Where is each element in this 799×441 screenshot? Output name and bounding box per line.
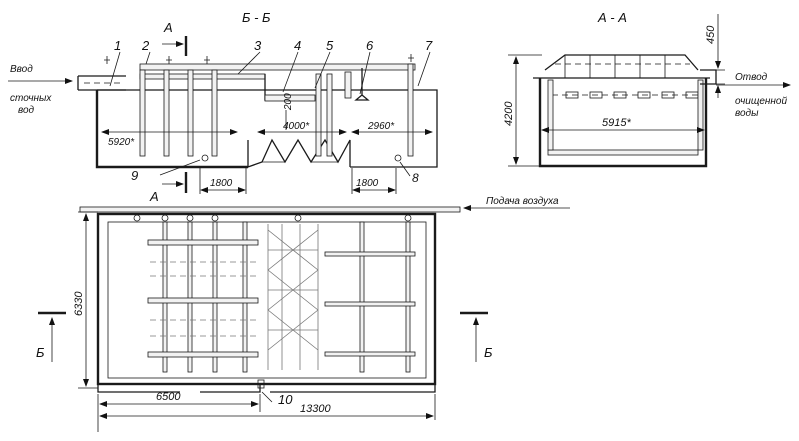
plan-view: Подача воздуха [36, 196, 570, 432]
plan-aeration-grid [147, 239, 416, 358]
outlet-label-3: воды [735, 108, 759, 119]
item-9-marker [201, 154, 209, 162]
inlet-label-3: вод [18, 105, 35, 116]
callout-6: 6 [366, 38, 374, 53]
valves [104, 54, 414, 64]
dim-1800-left: 1800 [210, 178, 233, 189]
callout-3: 3 [254, 38, 262, 53]
air-supply-label: Подача воздуха [486, 196, 559, 207]
plan-vertical-pipes [162, 221, 411, 373]
tank-left-wall [95, 90, 248, 169]
callout-5: 5 [326, 38, 334, 53]
section-bb-view: Б - Б Ввод сточных вод [8, 10, 438, 204]
callout-2: 2 [141, 38, 150, 53]
tank-top-edge [97, 89, 438, 168]
item-8-marker [394, 154, 402, 162]
dim-13300: 13300 [300, 403, 331, 415]
dim-1800-right: 1800 [356, 178, 379, 189]
plan-bracing [267, 224, 319, 370]
dim-200: 200 [283, 93, 294, 111]
dim-2960: 2960* [367, 121, 395, 132]
callout-leaders [109, 51, 431, 177]
dim-6500: 6500 [156, 391, 181, 403]
callout-10: 10 [278, 392, 293, 407]
outlet-label-2: очищенной [735, 96, 787, 107]
callout-1: 1 [114, 38, 121, 53]
dim-5920: 5920* [108, 137, 135, 148]
section-aa-view: А - А Отвод очищенной воды 4200 [503, 10, 791, 168]
callout-9: 9 [131, 168, 138, 183]
cut-b-left-label: Б [36, 345, 45, 360]
dim-5915: 5915* [602, 117, 631, 129]
plan-tank-outline [96, 212, 437, 386]
callout-4: 4 [294, 38, 301, 53]
dim-450: 450 [705, 25, 717, 44]
aa-tank [538, 78, 708, 168]
callout-7: 7 [425, 38, 433, 53]
section-bb-title: Б - Б [242, 10, 271, 25]
dim-6330: 6330 [73, 291, 85, 316]
section-aa-title: А - А [597, 10, 627, 25]
sludge-hoppers [247, 138, 351, 168]
inlet-label-2: сточных [10, 93, 52, 104]
outlet-label-1: Отвод [735, 72, 768, 83]
inlet-label-1: Ввод [10, 64, 33, 75]
aa-diffuser-row [565, 91, 699, 99]
callout-8: 8 [412, 171, 419, 185]
dim-4000: 4000* [283, 121, 310, 132]
diffuser-risers [139, 63, 414, 157]
cut-a-top-label: А [163, 20, 173, 35]
cut-a-bottom-label: А [149, 189, 159, 204]
plan-valves [133, 214, 412, 222]
cut-b-right-label: Б [484, 345, 493, 360]
aa-roof [544, 54, 699, 71]
dim-4200: 4200 [503, 101, 515, 126]
